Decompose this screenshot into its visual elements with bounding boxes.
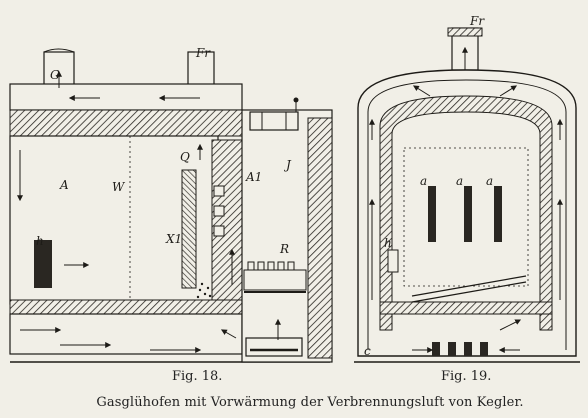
label-G: G — [50, 68, 60, 82]
label-fig19-c: c — [364, 344, 371, 358]
label-J: J — [286, 158, 291, 172]
figure-18-caption: Fig. 18. — [172, 369, 223, 384]
label-fig19-a2: a — [456, 174, 464, 188]
label-X1: X1 — [166, 232, 183, 246]
label-Fr: Fr — [196, 46, 211, 60]
label-R: R — [280, 242, 290, 256]
label-A1: A1 — [246, 170, 263, 184]
label-Q: Q — [180, 150, 190, 164]
furnace-drawings — [9, 27, 580, 363]
figure-18-drawing — [9, 48, 333, 363]
label-fig19-Fr: Fr — [470, 14, 485, 28]
label-fig19-a1: a — [420, 174, 428, 188]
label-W: W — [112, 180, 125, 194]
label-fig19-a3: a — [486, 174, 494, 188]
label-A: A — [60, 178, 69, 192]
figure-main-caption: Gasglühofen mit Vorwärmung der Verbrennu… — [96, 395, 524, 410]
label-h: h — [36, 234, 44, 248]
figure-19-caption: Fig. 19. — [441, 369, 492, 384]
figure-19-drawing — [354, 27, 580, 363]
label-fig19-h: h — [384, 236, 392, 250]
